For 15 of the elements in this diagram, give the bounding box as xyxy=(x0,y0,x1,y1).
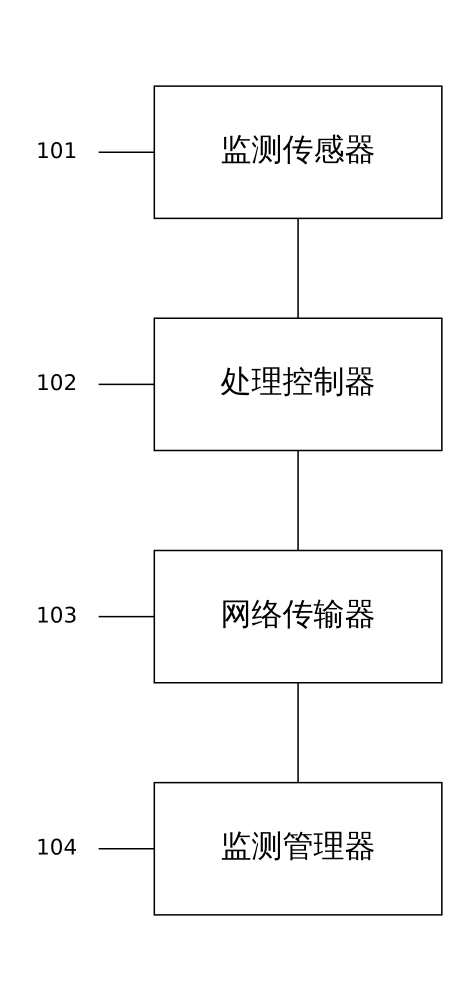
node-text: 104 xyxy=(36,834,77,860)
node-box: 监测管理器 xyxy=(153,781,442,916)
connector xyxy=(98,615,154,617)
node-box: 网络传输器 xyxy=(153,549,442,683)
connector xyxy=(296,218,298,318)
node-text: 103 xyxy=(36,602,77,628)
node-box: 监测传感器 xyxy=(153,84,442,219)
connector xyxy=(296,450,298,550)
node-text: 101 xyxy=(36,138,77,164)
node-text: 102 xyxy=(36,370,77,396)
connector xyxy=(98,383,154,385)
node-box: 处理控制器 xyxy=(153,317,442,451)
connector xyxy=(98,848,154,850)
connector xyxy=(296,682,298,782)
connector xyxy=(98,150,154,152)
